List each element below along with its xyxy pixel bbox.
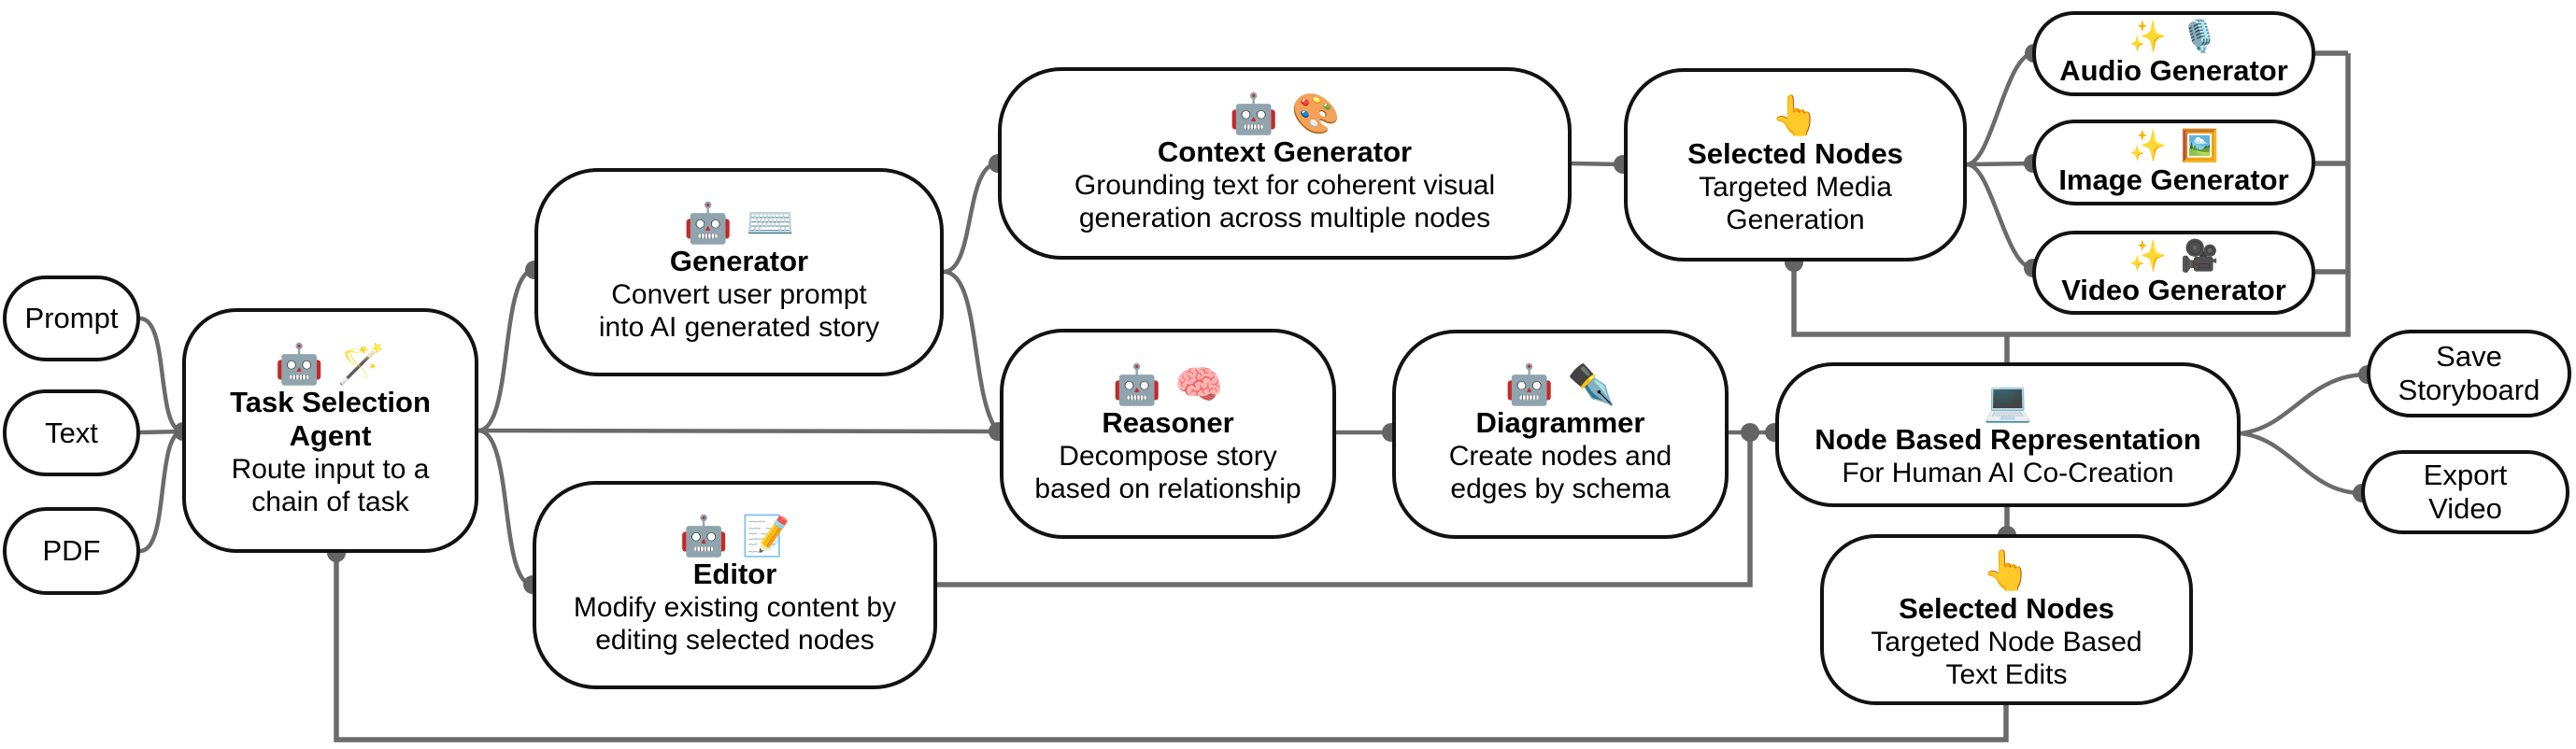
context-generator-icons: 🤖🎨 <box>1223 92 1347 135</box>
sparkles-icon: ✨ <box>2128 127 2168 163</box>
diagrammer-icons: 🤖 ✒️ <box>1499 362 1623 406</box>
robot-icon: 🤖 <box>679 513 729 558</box>
robot-icon: 🤖 <box>275 342 324 387</box>
node-prompt[interactable]: Prompt <box>3 276 140 361</box>
context-generator-subtitle: Grounding text for coherent visual gener… <box>1074 170 1496 234</box>
task-selection-agent-title: Task Selection Agent <box>230 386 431 453</box>
prompt-title: Prompt <box>24 302 119 335</box>
robot-icon: 🤖 <box>1504 362 1554 407</box>
audio-generator-icons: ✨ 🎙️ <box>2122 19 2225 54</box>
generator-icons: 🤖 ⌨️ <box>677 201 802 245</box>
edge-node-based-representation-to-save-storyboard <box>2240 372 2369 436</box>
robot-icon: 🤖 <box>1229 92 1278 136</box>
editor-icons: 🤖📝 <box>673 514 797 558</box>
edge-editor-to-node-based-representation <box>937 432 1753 587</box>
task-selection-agent-subtitle: Route input to a chain of task <box>231 454 430 518</box>
reasoner-subtitle: Decompose story based on relationship <box>1034 440 1302 504</box>
image-generator-title: Image Generator <box>2058 163 2289 196</box>
image-generator-icons: ✨ 🖼️ <box>2122 127 2225 163</box>
brain-icon: 🧠 <box>1174 361 1224 406</box>
edge-node-based-representation-to-export-video <box>2240 431 2363 496</box>
sparkles-icon: ✨ <box>2128 237 2168 273</box>
selected-nodes-media-title: Selected Nodes <box>1687 136 1903 170</box>
node-video-generator[interactable]: ✨🎥Video Generator <box>2032 231 2315 315</box>
diagrammer-subtitle: Create nodes and edges by schema <box>1448 441 1672 505</box>
edge-generator-to-context-generator <box>943 161 999 275</box>
node-export-video[interactable]: Export Video <box>2361 450 2569 534</box>
pen-nib-icon: ✒️ <box>1567 362 1616 407</box>
edge-selected-nodes-text-edits-to-task-selection-agent <box>334 553 2009 742</box>
task-selection-agent-icons: 🤖🪄 <box>268 342 392 386</box>
memo-icon: 📝 <box>741 513 790 558</box>
selected-nodes-media-icons: 👆 <box>1764 93 1826 137</box>
node-text[interactable]: Text <box>3 389 140 476</box>
magic-wand-icon: 🪄 <box>336 342 386 387</box>
robot-icon: 🤖 <box>683 200 733 245</box>
robot-icon: 🤖 <box>1112 361 1161 406</box>
edge-pdf-to-task-selection-agent <box>139 429 184 554</box>
pdf-title: PDF <box>42 534 101 568</box>
audio-generator-title: Audio Generator <box>2059 54 2288 87</box>
picture-icon: 🖼️ <box>2180 127 2219 163</box>
edge-selected-nodes-media-to-image-generator <box>1966 161 2034 167</box>
microphone-icon: 🎙️ <box>2180 19 2219 54</box>
editor-title: Editor <box>692 557 777 590</box>
edge-task-selection-agent-to-editor <box>477 428 534 587</box>
reasoner-icons: 🤖🧠 <box>1106 362 1231 406</box>
palette-icon: 🎨 <box>1291 92 1341 136</box>
movie-camera-icon: 🎥 <box>2180 237 2219 273</box>
text-title: Text <box>45 416 98 449</box>
generator-subtitle: Convert user prompt into AI generated st… <box>598 278 880 343</box>
selected-nodes-text-edits-subtitle: Targeted Node Based Text Edits <box>1871 626 2142 690</box>
selected-nodes-text-edits-title: Selected Nodes <box>1899 591 2114 625</box>
edge-media-bus <box>1791 53 2351 337</box>
selected-nodes-text-edits-icons: 👆 <box>1975 548 2037 592</box>
connector-dot-nbr-junction <box>1741 423 1759 442</box>
generator-title: Generator <box>669 244 809 277</box>
save-storyboard-title: Save Storyboard <box>2398 340 2540 406</box>
selected-nodes-media-subtitle: Targeted Media Generation <box>1699 171 1892 235</box>
node-image-generator[interactable]: ✨ 🖼️Image Generator <box>2032 120 2315 205</box>
pointing-up-icon: 👆 <box>1982 547 2031 592</box>
node-based-representation-title: Node Based Representation <box>1815 423 2201 457</box>
video-generator-icons: ✨🎥 <box>2122 237 2225 274</box>
export-video-title: Export Video <box>2423 459 2508 525</box>
edge-selected-nodes-media-to-video-generator <box>1966 162 2034 271</box>
sparkles-icon: ✨ <box>2128 19 2168 54</box>
edge-generator-to-reasoner <box>943 269 1000 433</box>
node-based-representation-subtitle: For Human AI Co-Creation <box>1842 458 2174 489</box>
context-generator-title: Context Generator <box>1157 135 1413 169</box>
reasoner-title: Reasoner <box>1102 405 1234 439</box>
node-based-representation-icons: 💻 <box>1977 379 2039 423</box>
laptop-icon: 💻 <box>1983 379 2033 424</box>
node-audio-generator[interactable]: ✨ 🎙️Audio Generator <box>2032 11 2315 96</box>
video-generator-title: Video Generator <box>2061 273 2286 306</box>
edge-selected-nodes-media-to-audio-generator <box>1966 50 2035 167</box>
node-save-storyboard[interactable]: Save Storyboard <box>2367 330 2571 417</box>
keyboard-icon: ⌨️ <box>746 200 795 245</box>
diagrammer-title: Diagrammer <box>1475 406 1645 440</box>
node-pdf[interactable]: PDF <box>3 507 140 595</box>
edge-prompt-to-task-selection-agent <box>139 316 184 434</box>
editor-subtitle: Modify existing content by editing selec… <box>573 591 897 656</box>
edge-task-selection-agent-to-generator <box>477 267 535 433</box>
pointing-up-icon: 👆 <box>1771 92 1820 137</box>
